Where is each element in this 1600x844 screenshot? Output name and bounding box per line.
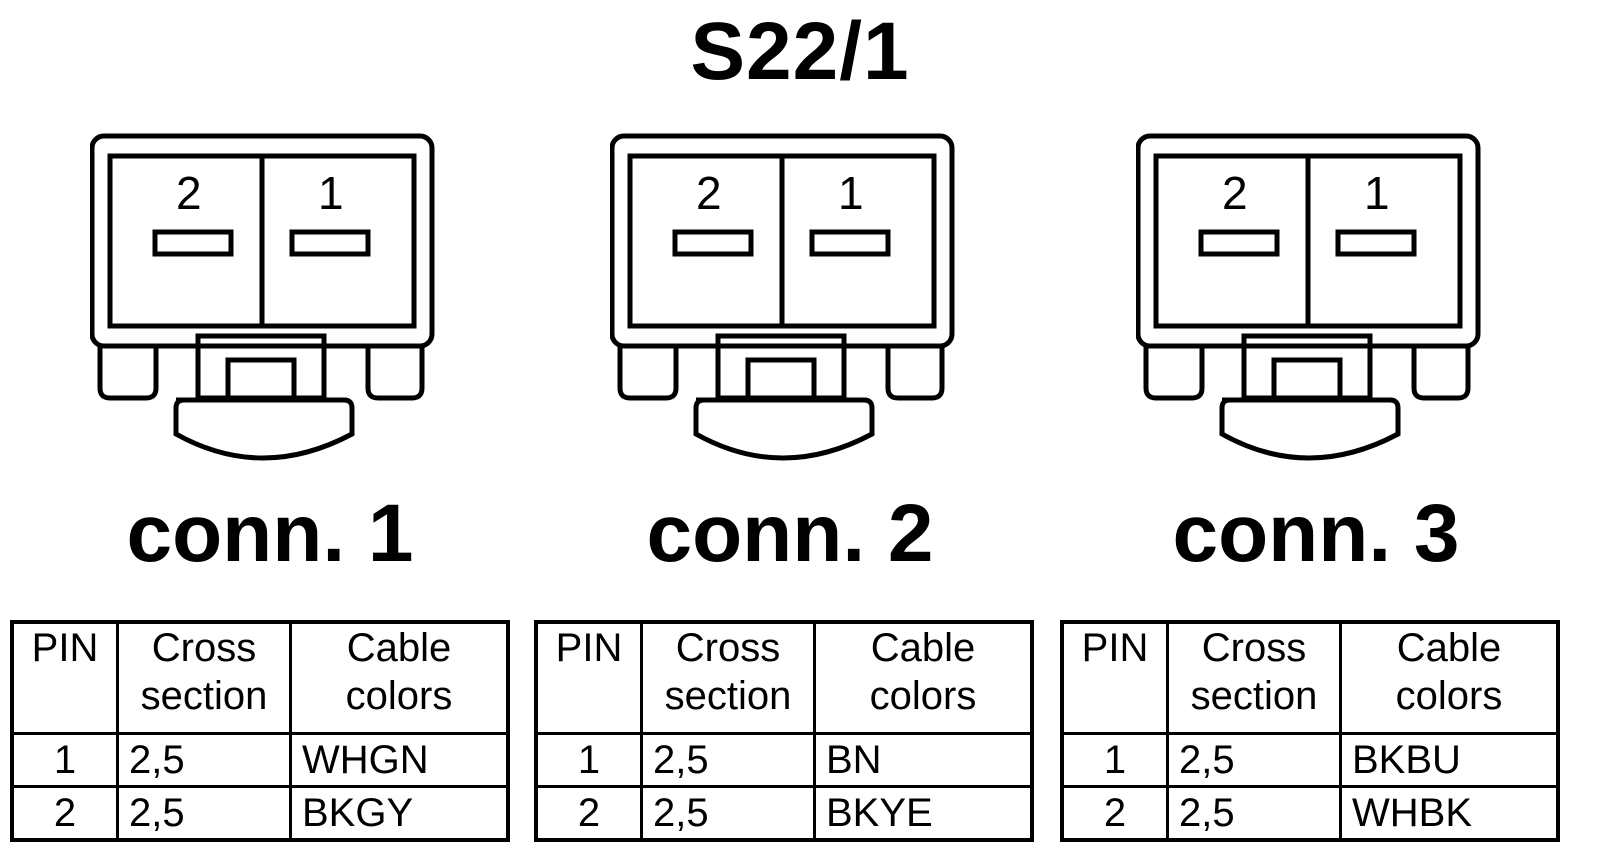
pin-table-2: PIN Cross section Cable colors 1 2,5 BN … [534,620,1034,842]
foot-right [1411,346,1471,401]
header-cross-section: Cross section [1166,620,1342,735]
cell-cross-section: 2,5 [1166,785,1342,842]
terminal-1 [809,229,891,257]
cell-pin: 1 [534,732,643,788]
terminal-1 [1335,229,1417,257]
latch-tab [1219,397,1401,461]
cell-cross-section: 2,5 [640,732,816,788]
pin-table-1: PIN Cross section Cable colors 1 2,5 WHG… [10,620,510,842]
pin-label-1: 1 [1364,167,1390,219]
table-row: 1 2,5 WHGN [10,732,510,788]
table-row: 2 2,5 WHBK [1060,785,1560,842]
cell-cable-color: BN [813,732,1034,788]
header-cable-colors: Cable colors [1339,620,1560,735]
latch-window [1271,357,1343,403]
header-pin: PIN [10,620,119,735]
connector-2-drawing [610,133,955,461]
diagram-title: S22/1 [690,6,910,97]
cell-pin: 1 [1060,732,1169,788]
cell-pin: 2 [534,785,643,842]
foot-left [1143,346,1205,401]
connector-3-drawing [1136,133,1481,461]
connector-1-drawing [90,133,435,461]
cell-cable-color: WHGN [289,732,510,788]
table-row: 1 2,5 BN [534,732,1034,788]
latch-window [745,357,817,403]
cell-pin: 1 [10,732,119,788]
header-cable-colors: Cable colors [813,620,1034,735]
table-header-row: PIN Cross section Cable colors [10,620,510,735]
latch-tab [693,397,875,461]
table-header-row: PIN Cross section Cable colors [534,620,1034,735]
cell-cable-color: BKYE [813,785,1034,842]
cell-cross-section: 2,5 [116,732,292,788]
housing-outer [610,133,955,349]
connector-3: 2 1 conn. 3 [1136,130,1496,579]
terminal-2 [1198,229,1280,257]
foot-left [97,346,159,401]
cell-cable-color: BKBU [1339,732,1560,788]
header-pin: PIN [534,620,643,735]
table-row: 1 2,5 BKBU [1060,732,1560,788]
header-cross-section: Cross section [116,620,292,735]
header-pin: PIN [1060,620,1169,735]
connector-2: 2 1 conn. 2 [610,130,970,579]
table-row: 2 2,5 BKGY [10,785,510,842]
connector-label: conn. 2 [646,488,934,579]
foot-right [365,346,425,401]
cell-cross-section: 2,5 [1166,732,1342,788]
cell-cross-section: 2,5 [116,785,292,842]
cell-pin: 2 [10,785,119,842]
foot-right [885,346,945,401]
terminal-2 [672,229,754,257]
latch-tab [173,397,355,461]
pin-table-3: PIN Cross section Cable colors 1 2,5 BKB… [1060,620,1560,842]
pin-label-1: 1 [318,167,344,219]
cell-pin: 2 [1060,785,1169,842]
cell-cable-color: WHBK [1339,785,1560,842]
housing-outer [1136,133,1481,349]
housing-outer [90,133,435,349]
connector-1: 2 1 conn. 1 [90,130,450,579]
connector-label: conn. 3 [1172,488,1460,579]
terminal-2 [152,229,234,257]
foot-left [617,346,679,401]
header-cross-section: Cross section [640,620,816,735]
table-row: 2 2,5 BKYE [534,785,1034,842]
connector-label: conn. 1 [126,488,414,579]
pin-label-2: 2 [1222,167,1248,219]
pin-label-1: 1 [838,167,864,219]
table-header-row: PIN Cross section Cable colors [1060,620,1560,735]
cell-cable-color: BKGY [289,785,510,842]
latch-window [225,357,297,403]
terminal-1 [289,229,371,257]
cell-cross-section: 2,5 [640,785,816,842]
header-cable-colors: Cable colors [289,620,510,735]
pin-label-2: 2 [176,167,202,219]
pin-label-2: 2 [696,167,722,219]
